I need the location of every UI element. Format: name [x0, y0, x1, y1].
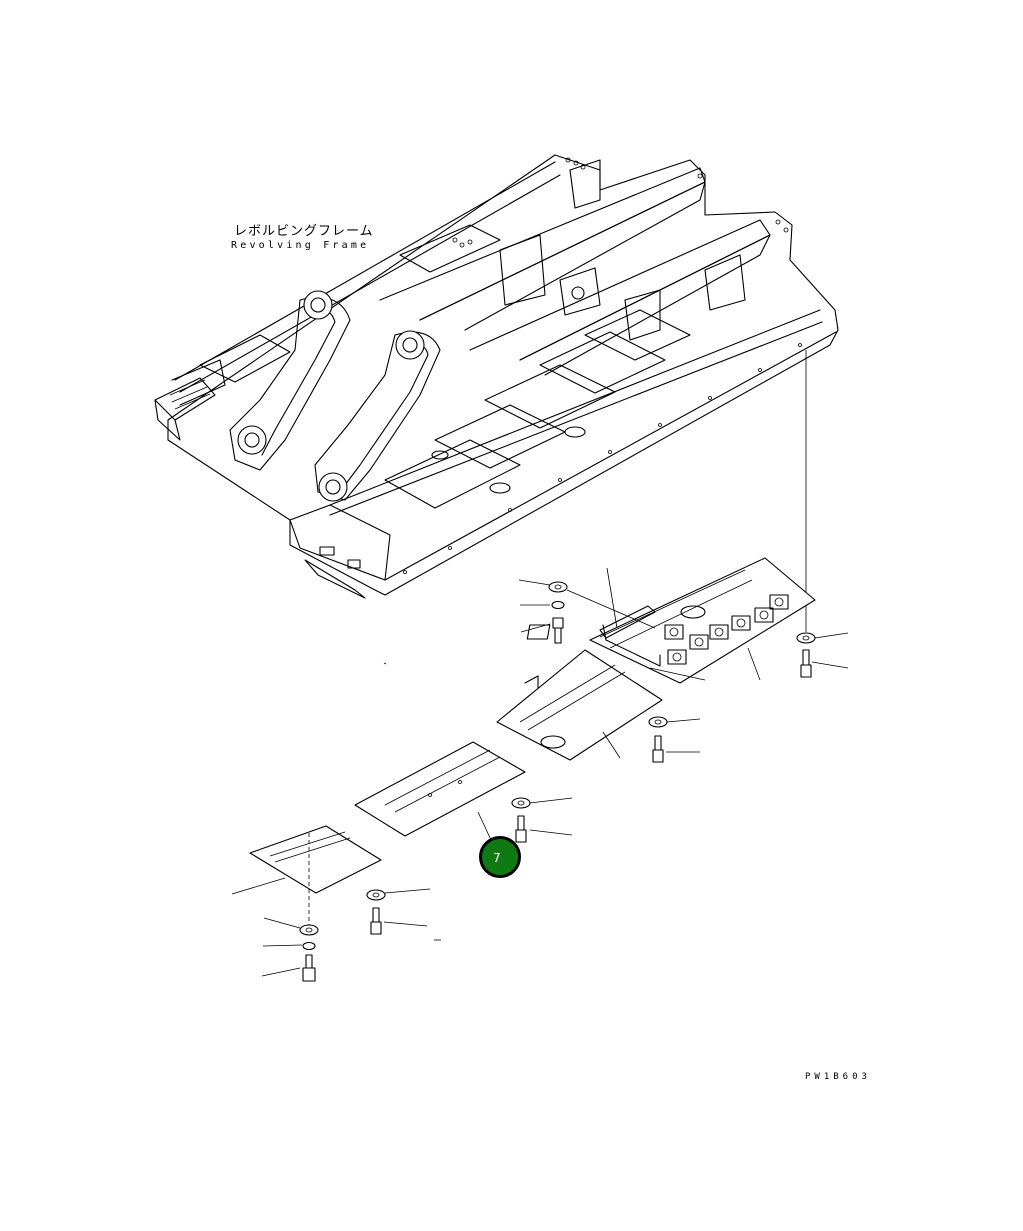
drawing-code: PW1B603 [805, 1072, 871, 1082]
revolving-frame-drawing [154, 154, 839, 599]
cover-plate-1-grommets [664, 594, 789, 665]
leader-lines [231, 567, 849, 977]
frame-title-english: Revolving Frame [231, 240, 370, 251]
cover-plate-3 [354, 741, 526, 837]
callout-number: 7 [493, 851, 501, 865]
cover-plate-2 [496, 649, 663, 761]
callout-marker-7[interactable]: 7 [479, 836, 521, 878]
cover-plate-4 [249, 825, 382, 928]
frame-title-japanese: レボルビングフレーム [234, 224, 374, 239]
cover-plate-1 [526, 557, 816, 684]
